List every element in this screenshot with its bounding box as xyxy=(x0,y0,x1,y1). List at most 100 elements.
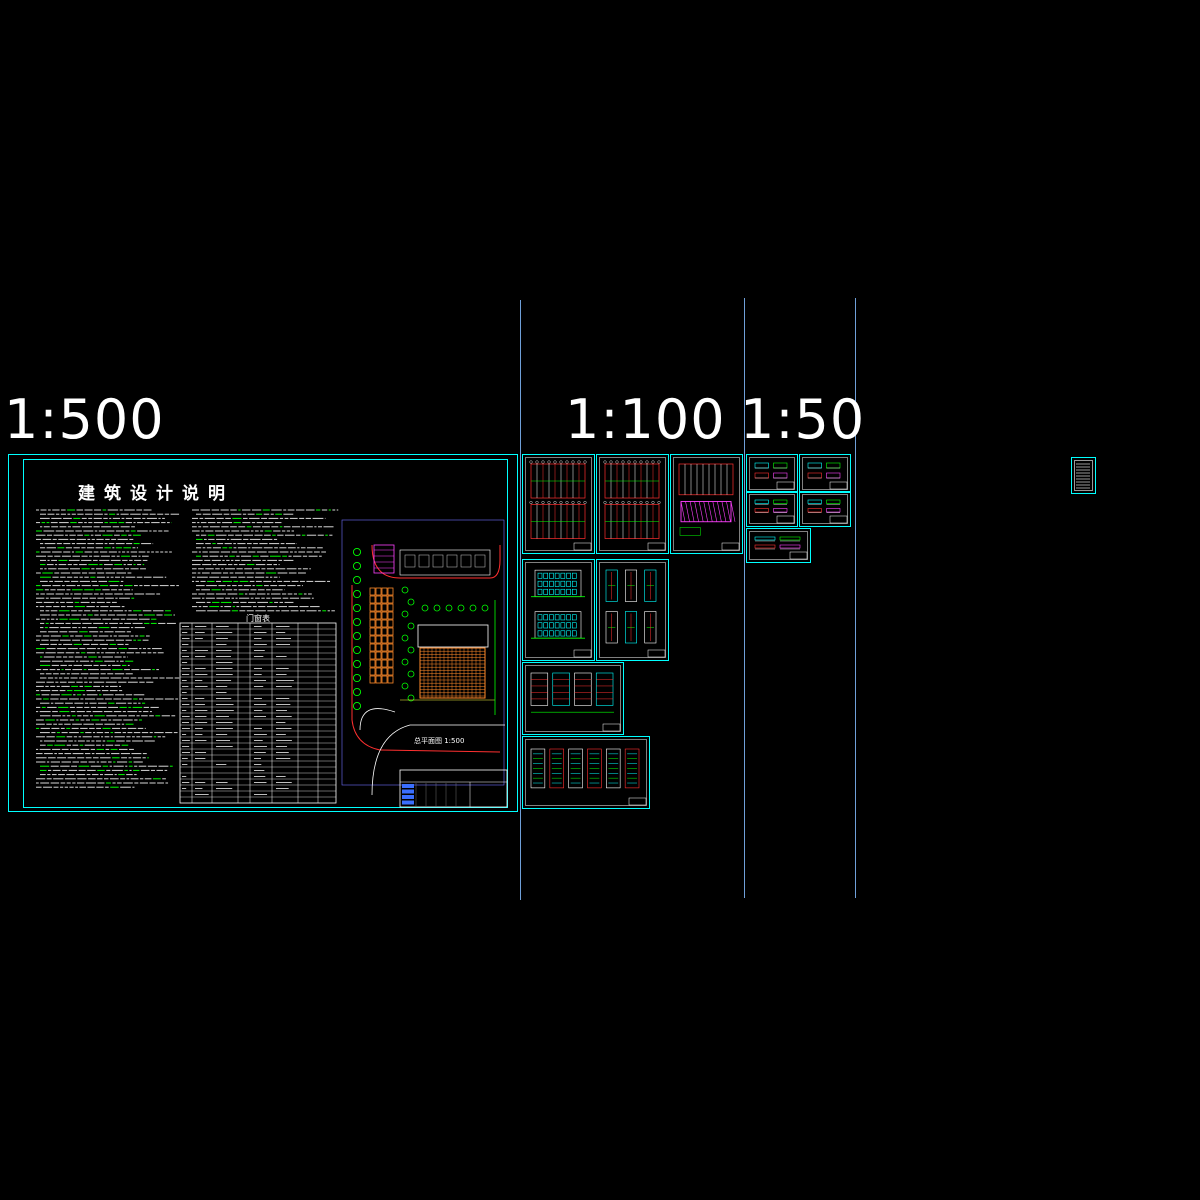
stair-section xyxy=(530,748,546,789)
sheet-title-block xyxy=(602,723,621,732)
sheet-legend-small[interactable] xyxy=(1071,457,1096,494)
stair-section xyxy=(624,748,640,789)
node-detail xyxy=(807,508,822,513)
parking-bay xyxy=(387,603,394,612)
parking-bay xyxy=(369,627,376,636)
elevation-window xyxy=(543,580,549,587)
elevation-window xyxy=(560,630,566,637)
sheet-frame xyxy=(522,559,595,661)
site-plan-title: 总平面图 1:500 xyxy=(414,737,465,745)
elevation-window xyxy=(549,614,554,621)
site-tree xyxy=(407,646,415,654)
site-tree xyxy=(352,561,362,571)
parking-bay xyxy=(387,627,394,636)
node-detail xyxy=(807,499,822,504)
plan-axis-bubble xyxy=(621,501,625,505)
sheet1-title-block xyxy=(399,769,508,808)
parking-bay xyxy=(381,651,388,660)
plan-axis-bubble xyxy=(609,501,613,505)
site-tree xyxy=(352,631,362,641)
title-block-border xyxy=(399,769,508,808)
plan-outline xyxy=(678,463,734,496)
parking-bay xyxy=(375,659,382,668)
building-unit xyxy=(446,554,458,568)
plan-axis-bubble xyxy=(541,501,545,505)
parking-bay xyxy=(387,659,394,668)
elevation-window xyxy=(543,630,549,637)
sheet-title-block xyxy=(647,649,666,658)
site-boundary xyxy=(341,519,505,786)
site-road-red xyxy=(351,585,501,753)
scale-100-sheets[interactable] xyxy=(522,454,743,809)
node-detail xyxy=(779,536,801,541)
elevation-window xyxy=(554,588,560,595)
plan-axis-bubble xyxy=(565,501,569,505)
sheet-node-detail-5 xyxy=(746,528,811,563)
sheet-frame xyxy=(799,491,851,527)
parking-bay xyxy=(387,595,394,604)
elevation-window xyxy=(571,630,577,637)
parking-bay xyxy=(375,651,382,660)
door-window-table xyxy=(179,622,337,804)
sheet-design-notes[interactable] xyxy=(8,454,518,812)
detail-drawing xyxy=(644,611,657,644)
node-detail xyxy=(773,508,788,513)
stair-section xyxy=(568,748,583,789)
plan-axis-bubble xyxy=(633,460,637,464)
node-detail xyxy=(754,544,776,549)
sheet-title-block xyxy=(573,542,592,551)
sheet-title-block xyxy=(573,649,592,658)
elevation-window xyxy=(543,572,549,579)
elevation-window xyxy=(571,622,577,629)
scale-label-1-50: 1:50 xyxy=(740,388,866,451)
parking-bay xyxy=(369,643,376,652)
elevation-window xyxy=(554,614,560,621)
node-detail xyxy=(826,508,841,513)
sheet-frame xyxy=(746,528,811,563)
parking-bay xyxy=(369,659,376,668)
parking-bay xyxy=(375,635,382,644)
parking-bay xyxy=(369,611,376,620)
parking-bay xyxy=(375,643,382,652)
parking-bay xyxy=(387,651,394,660)
plan-axis-bubble xyxy=(639,501,643,505)
node-detail xyxy=(754,508,769,513)
sheet-inner xyxy=(599,457,666,551)
site-tree xyxy=(352,617,362,627)
parking-bay xyxy=(381,659,388,668)
parking-bay xyxy=(387,643,394,652)
roof-hatch xyxy=(721,501,727,522)
legend-sheet-lines xyxy=(1076,463,1090,489)
door-table-title: 门窗表 xyxy=(246,614,270,623)
title-block-blue-cell xyxy=(402,789,414,794)
sheet-title-block xyxy=(776,481,795,490)
site-road-red xyxy=(371,544,501,579)
elevation-window xyxy=(554,630,560,637)
site-road-curve xyxy=(371,724,505,796)
elevation-window xyxy=(543,622,549,629)
plan-axis-bubble xyxy=(553,501,557,505)
parking-bay xyxy=(375,603,382,612)
site-tree xyxy=(401,586,409,594)
site-tree xyxy=(352,701,362,711)
elevation-window xyxy=(549,580,554,587)
elevation-window xyxy=(571,572,577,579)
section-drawing xyxy=(552,672,570,706)
sheet-inner xyxy=(525,457,592,551)
sheet1-outer-frame xyxy=(8,454,518,812)
parking-bay xyxy=(381,643,388,652)
plan-axis-bubble xyxy=(627,460,631,464)
elevation-window xyxy=(566,630,571,637)
parking-bay xyxy=(381,603,388,612)
sheet-floor-plans-2 xyxy=(596,454,669,554)
parking-bay xyxy=(381,635,388,644)
elevation-window xyxy=(554,580,560,587)
node-detail xyxy=(773,472,788,479)
sheet-title-block xyxy=(789,551,808,560)
plan-axis-bubble xyxy=(621,460,625,464)
elevation-window xyxy=(571,614,577,621)
scale-50-sheets[interactable] xyxy=(746,454,851,563)
node-detail xyxy=(779,544,801,549)
plan-axis-bubble xyxy=(571,501,575,505)
